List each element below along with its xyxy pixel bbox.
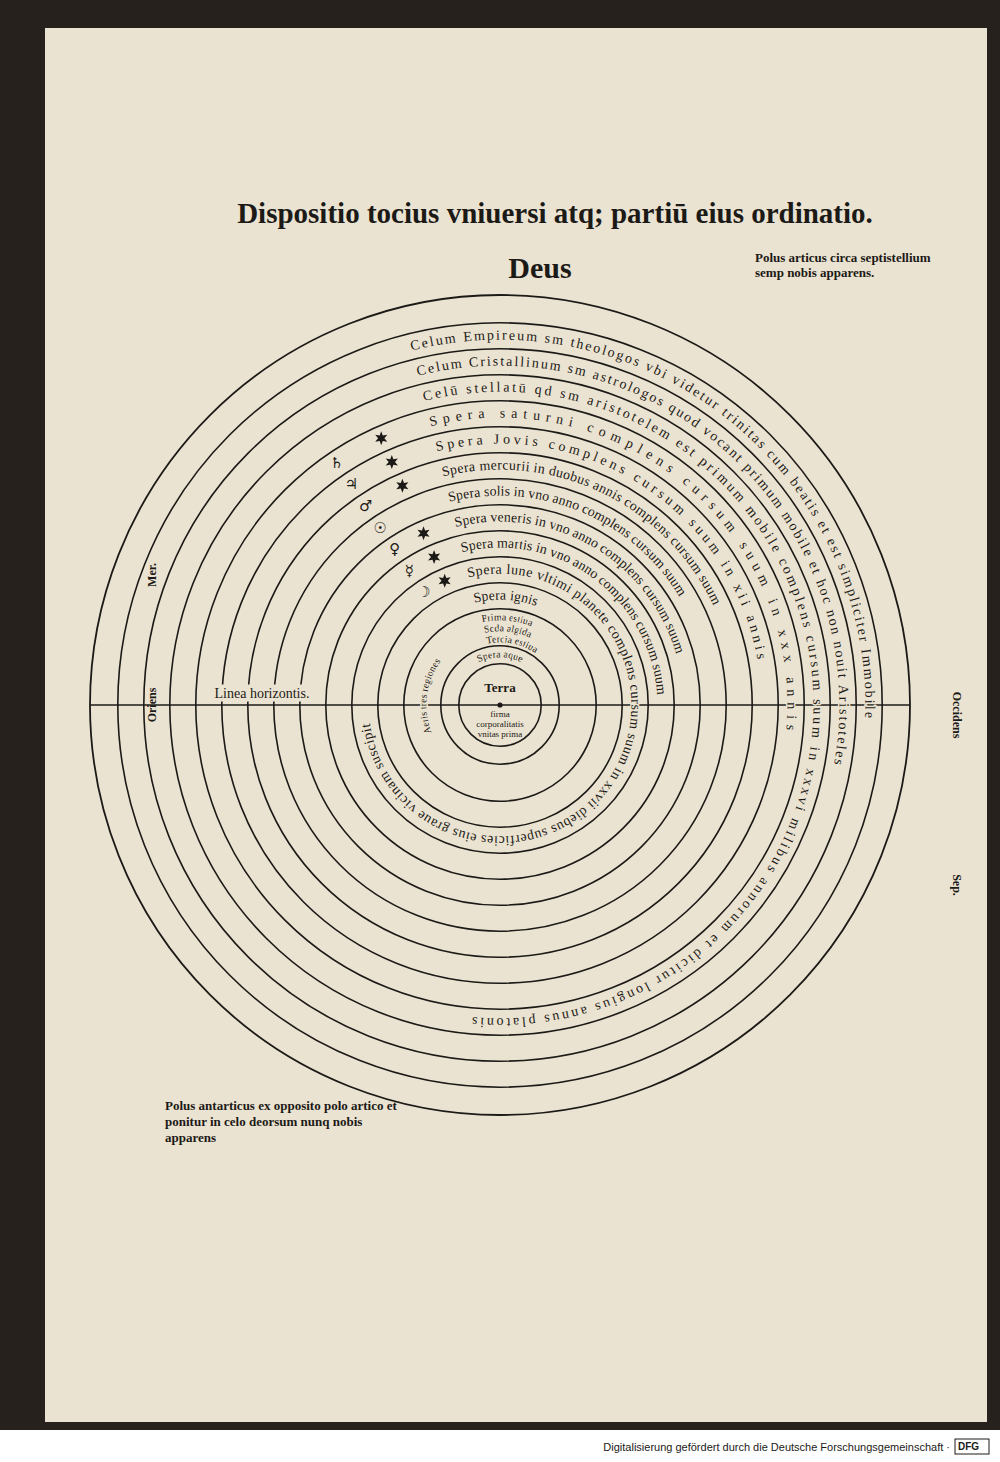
band-text: Prima estiua bbox=[481, 611, 535, 628]
sphere-circle bbox=[118, 323, 882, 1087]
band-text: Spera saturni complens cursum suum in xx… bbox=[428, 406, 800, 731]
band-text: Spera aque bbox=[475, 648, 526, 664]
text-label: Deus bbox=[508, 250, 571, 286]
sphere-band: Celum Cristallinum sm astrologos quod vo… bbox=[143, 348, 857, 1062]
sphere-band: Spera mercurii in duobus annis complens … bbox=[247, 452, 753, 958]
band-text: Spera ignis bbox=[472, 588, 540, 609]
star-mark bbox=[375, 431, 387, 445]
star-mark bbox=[439, 574, 451, 588]
planet-symbol: ☽ bbox=[417, 583, 430, 601]
earth-globe: Terra firma corporalitatis vnitas prima bbox=[458, 663, 542, 747]
text-label: Occidens bbox=[950, 692, 964, 739]
text-label: Sep. bbox=[950, 874, 964, 896]
sphere-band: Spera martis in vno anno complens cursum… bbox=[325, 530, 675, 880]
sphere-circle bbox=[441, 646, 559, 764]
sphere-circle bbox=[144, 349, 856, 1061]
outer-circle bbox=[90, 295, 910, 1115]
planet-symbol: ♀ bbox=[389, 540, 400, 558]
footer-strip bbox=[0, 1430, 1000, 1462]
band-text: Spera solis in vno anno complens cursum … bbox=[447, 484, 690, 599]
text-label: Mer. bbox=[145, 563, 159, 587]
star-mark bbox=[396, 479, 408, 493]
sphere-circle bbox=[352, 557, 648, 853]
text-label: Polus articus circa septistellium semp n… bbox=[755, 250, 960, 280]
text-label: DFG bbox=[958, 1441, 979, 1453]
planet-symbol: ♃ bbox=[345, 475, 358, 493]
sphere-circle bbox=[404, 609, 596, 801]
star-mark bbox=[428, 550, 440, 564]
sphere-circle bbox=[222, 427, 778, 983]
sphere-band: Spera veneris in vno anno complens cursu… bbox=[299, 504, 701, 906]
water-sphere: Spera aqueTerra firma corporalitatis vnit… bbox=[440, 645, 560, 765]
sphere-circle bbox=[248, 453, 752, 957]
planet-symbol: ♄ bbox=[330, 454, 343, 472]
planet-symbol: ☿ bbox=[405, 562, 414, 580]
star-mark bbox=[418, 526, 430, 540]
band-text: Spera martis in vno anno complens cursum… bbox=[459, 536, 669, 696]
text-label: Polus antarticus ex opposito polo artico… bbox=[165, 1098, 405, 1146]
sphere-circle bbox=[274, 479, 726, 931]
text-label: Oriens bbox=[145, 688, 159, 723]
band-text: Celum Cristallinum sm astrologos quod vo… bbox=[415, 354, 851, 767]
band-text: Spera Jovis complens cursum suum in xii … bbox=[434, 432, 769, 661]
text-label: Digitalisierung gefördert durch die Deut… bbox=[603, 1441, 950, 1454]
star-mark bbox=[386, 455, 398, 469]
logo-frame bbox=[955, 1439, 989, 1454]
sphere-circle bbox=[196, 401, 804, 1009]
band-text: Aeris tres regiones bbox=[417, 656, 442, 736]
sphere-circle bbox=[459, 664, 541, 746]
center-dot bbox=[497, 702, 502, 707]
globe-text: firma corporalitatis vnitas prima bbox=[468, 709, 532, 739]
sphere-band: Spera saturni complens cursum suum in xx… bbox=[195, 400, 805, 1010]
paper-page bbox=[45, 28, 987, 1422]
sphere-band: Spera ignisAeris tres regiones Prima esti… bbox=[377, 582, 623, 828]
planet-symbol: ♂ bbox=[359, 497, 372, 515]
band-text: Scda algida bbox=[483, 622, 534, 639]
band-text: Tercia estiua bbox=[485, 633, 540, 655]
sphere-circle bbox=[300, 505, 700, 905]
sphere-circle bbox=[326, 531, 674, 879]
sphere-band: Spera solis in vno anno complens cursum … bbox=[273, 478, 727, 932]
sphere-band: Spera lune vltimi planete complens cursu… bbox=[351, 556, 649, 854]
sphere-band: Celū stellatū qd sm aristotelem est prim… bbox=[169, 374, 831, 1036]
band-text: Celū stellatū qd sm aristotelem est prim… bbox=[421, 380, 825, 1031]
text-label: Linea horizontis. bbox=[212, 685, 313, 702]
air-region: Aeris tres regiones Prima estiuaScda algi… bbox=[403, 608, 597, 802]
page-title: Dispositio tocius vniuersi atq; partiū e… bbox=[237, 197, 873, 230]
sphere-circle bbox=[378, 583, 622, 827]
band-text: Spera lune vltimi planete complens cursu… bbox=[358, 562, 644, 849]
planet-symbol: ☉ bbox=[374, 519, 387, 537]
sphere-band: Celum Empireum sm theologos vbi videtur … bbox=[117, 322, 883, 1088]
sphere-circle bbox=[170, 375, 830, 1035]
sphere-band: Spera Jovis complens cursum suum in xii … bbox=[221, 426, 779, 984]
globe-text: Terra bbox=[470, 680, 530, 695]
